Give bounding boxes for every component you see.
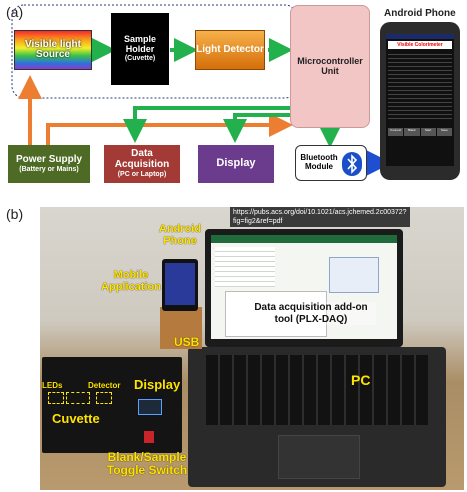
source-url[interactable]: https://pubs.acs.org/doi/10.1021/acs.jch… (230, 207, 410, 227)
light-detector-label: Light Detector (196, 43, 264, 55)
phone-screen: Visible Colorimeter Connect Blank Start … (386, 34, 454, 166)
power-supply-label: Power Supply (15, 153, 83, 165)
light-detector-box: Light Detector (195, 30, 265, 70)
bluetooth-icon (342, 152, 362, 176)
bluetooth-box: Bluetooth Module (295, 145, 367, 181)
cuvette-box (66, 392, 90, 404)
toggle-switch[interactable] (144, 431, 154, 443)
data-acquisition-sub: (PC or Laptop) (117, 171, 167, 179)
detector-box (96, 392, 112, 404)
bluetooth-label: Bluetooth Module (300, 153, 338, 171)
usb-label: USB (174, 335, 200, 349)
leds-label: LEDs (42, 381, 63, 390)
seven-segment-display (138, 399, 162, 415)
laptop-screen (205, 229, 403, 347)
detector-label: Detector (88, 381, 121, 390)
led-box (48, 392, 64, 404)
pc-label: PC (351, 372, 371, 388)
android-phone-title: Android Phone (384, 8, 456, 19)
panel-a-connectors (11, 4, 392, 178)
visible-light-source-box: Visible light Source (14, 30, 92, 70)
display-label: Display (216, 157, 256, 170)
power-supply-sub: (Battery or Mains) (19, 166, 79, 174)
plxdaq-window (329, 257, 379, 293)
android-phone-label: Android Phone (158, 223, 202, 248)
data-acquisition-label: Data Acquisition (114, 148, 170, 170)
phone-photo (162, 259, 198, 311)
phone-log-area (388, 51, 452, 121)
display-box: Display (198, 145, 274, 183)
plxdaq-label: Data acquisition add-on tool (PLX-DAQ) (246, 302, 376, 325)
power-supply-box: Power Supply (Battery or Mains) (8, 145, 90, 183)
visible-light-source-label: Visible light Source (25, 38, 81, 60)
phone-stand (160, 307, 202, 349)
excel-window (211, 235, 397, 339)
panel-b-label: (b) (6, 206, 24, 222)
phone-button-save[interactable]: Save (436, 128, 452, 136)
panel-a-label: (a) (6, 4, 24, 20)
phone-buttons: Connect Blank Start Save (388, 128, 452, 136)
cuvette-label: Cuvette (52, 411, 100, 426)
laptop-keyboard (188, 347, 446, 487)
phone-status-bar (386, 34, 454, 39)
laptop-touchpad (278, 435, 360, 479)
microcontroller-box: Microcontroller Unit (290, 5, 370, 128)
phone-button-blank[interactable]: Blank (404, 128, 420, 136)
phone-button-connect[interactable]: Connect (388, 128, 404, 136)
android-phone-device: Visible Colorimeter Connect Blank Start … (380, 22, 460, 180)
sample-holder-sub: (Cuvette) (124, 55, 156, 63)
microcontroller-label: Microcontroller Unit (297, 56, 363, 76)
sample-holder-box: Sample Holder (Cuvette) (111, 13, 169, 85)
mobile-application-label: Mobile Application (101, 269, 161, 294)
sample-holder-label: Sample Holder (123, 34, 156, 54)
toggle-switch-label: Blank/Sample Toggle Switch (106, 450, 188, 478)
phone-app-title: Visible Colorimeter (388, 41, 452, 49)
display-photo-label: Display (134, 377, 181, 392)
phone-button-start[interactable]: Start (420, 128, 436, 136)
optical-enclosure (11, 4, 298, 99)
data-acquisition-box: Data Acquisition (PC or Laptop) (104, 145, 180, 183)
lab-photo: https://pubs.acs.org/doi/10.1021/acs.jch… (40, 207, 464, 490)
